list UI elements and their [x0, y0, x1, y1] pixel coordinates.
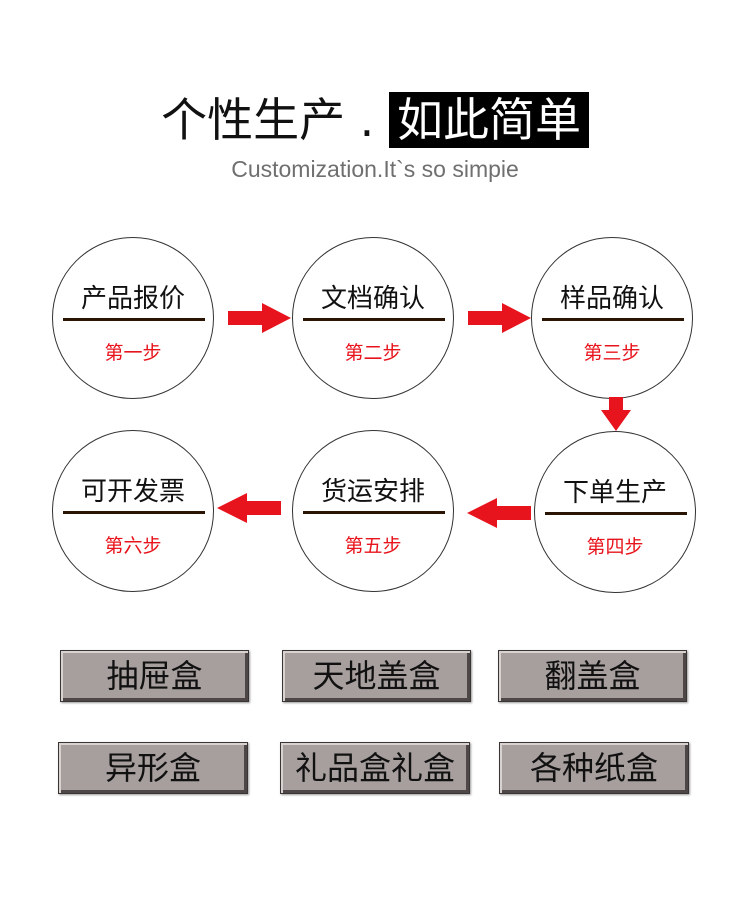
- arrow-left-icon: [217, 493, 281, 523]
- title-highlight: 如此简单: [388, 92, 589, 148]
- step-2-number: 第二步: [344, 342, 402, 364]
- step-4-number: 第四步: [586, 536, 644, 558]
- arrow-left-icon: [467, 498, 531, 528]
- product-gift-box-button[interactable]: 礼品盒礼盒: [280, 742, 470, 794]
- page-title: 个性生产 . 如此简单: [0, 84, 750, 150]
- step-4-divider: [545, 512, 687, 515]
- product-special-shape-box-button[interactable]: 异形盒: [58, 742, 248, 794]
- product-paper-box-button[interactable]: 各种纸盒: [499, 742, 689, 794]
- step-4-circle: 下单生产 第四步: [534, 431, 696, 593]
- step-6-divider: [63, 511, 205, 514]
- step-3-number: 第三步: [583, 342, 641, 364]
- product-drawer-box-button[interactable]: 抽屉盒: [60, 650, 249, 702]
- step-6-name: 可开发票: [80, 477, 185, 507]
- step-1-divider: [63, 318, 205, 321]
- title-main: 个性生产 .: [161, 93, 375, 147]
- arrow-down-icon: [601, 397, 631, 431]
- step-6-number: 第六步: [104, 535, 162, 557]
- step-2-name: 文档确认: [320, 284, 425, 314]
- step-1-number: 第一步: [104, 342, 162, 364]
- step-6-circle: 可开发票 第六步: [52, 430, 214, 592]
- step-5-circle: 货运安排 第五步: [292, 430, 454, 592]
- arrow-right-icon: [468, 303, 531, 333]
- step-4-name: 下单生产: [562, 478, 667, 508]
- step-1-name: 产品报价: [80, 284, 185, 314]
- step-3-circle: 样品确认 第三步: [531, 237, 693, 399]
- page-subtitle: Customization.It`s so simpie: [231, 156, 519, 182]
- step-3-divider: [542, 318, 684, 321]
- product-lid-base-box-button[interactable]: 天地盖盒: [282, 650, 471, 702]
- step-5-name: 货运安排: [320, 477, 425, 507]
- step-5-number: 第五步: [344, 535, 402, 557]
- product-flip-lid-box-button[interactable]: 翻盖盒: [498, 650, 687, 702]
- step-3-name: 样品确认: [559, 284, 664, 314]
- step-1-circle: 产品报价 第一步: [52, 237, 214, 399]
- step-2-divider: [303, 318, 445, 321]
- step-2-circle: 文档确认 第二步: [292, 237, 454, 399]
- step-5-divider: [303, 511, 445, 514]
- arrow-right-icon: [228, 303, 291, 333]
